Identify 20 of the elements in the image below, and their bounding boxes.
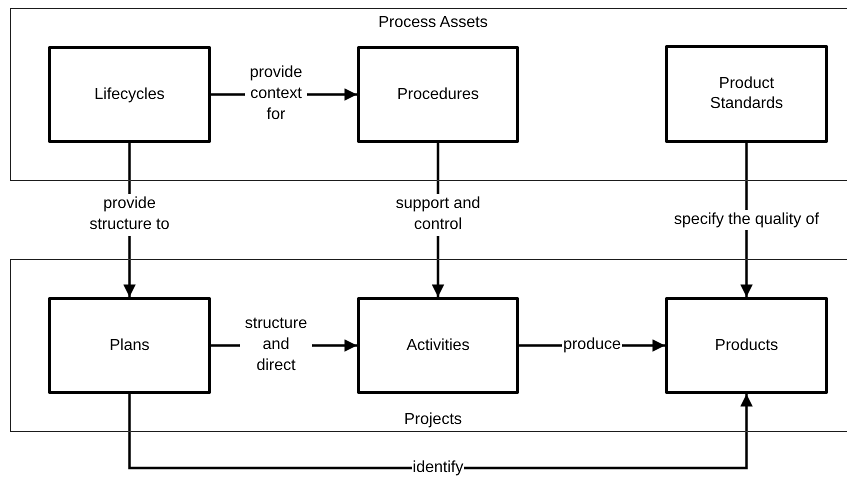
process-box bbox=[48, 46, 211, 143]
box-label: Plans bbox=[108, 336, 151, 356]
box-label: Procedures bbox=[396, 84, 480, 104]
group-title: Process Assets bbox=[377, 13, 489, 33]
box-label: Product Standards bbox=[709, 74, 784, 114]
process-box bbox=[48, 297, 211, 394]
arrow bbox=[128, 394, 753, 470]
box-label: Lifecycles bbox=[93, 84, 166, 104]
box-label: Activities bbox=[405, 336, 471, 356]
group-band bbox=[10, 259, 847, 432]
edge-label: identify bbox=[412, 458, 464, 477]
process-box bbox=[665, 45, 828, 143]
process-box bbox=[357, 297, 519, 394]
group-band bbox=[10, 8, 847, 181]
box-label: Products bbox=[714, 336, 780, 356]
group-title: Projects bbox=[403, 410, 463, 430]
process-box bbox=[357, 46, 519, 143]
arrow bbox=[740, 143, 753, 297]
process-box bbox=[665, 297, 828, 394]
edge-label: specify the quality of bbox=[673, 210, 820, 230]
